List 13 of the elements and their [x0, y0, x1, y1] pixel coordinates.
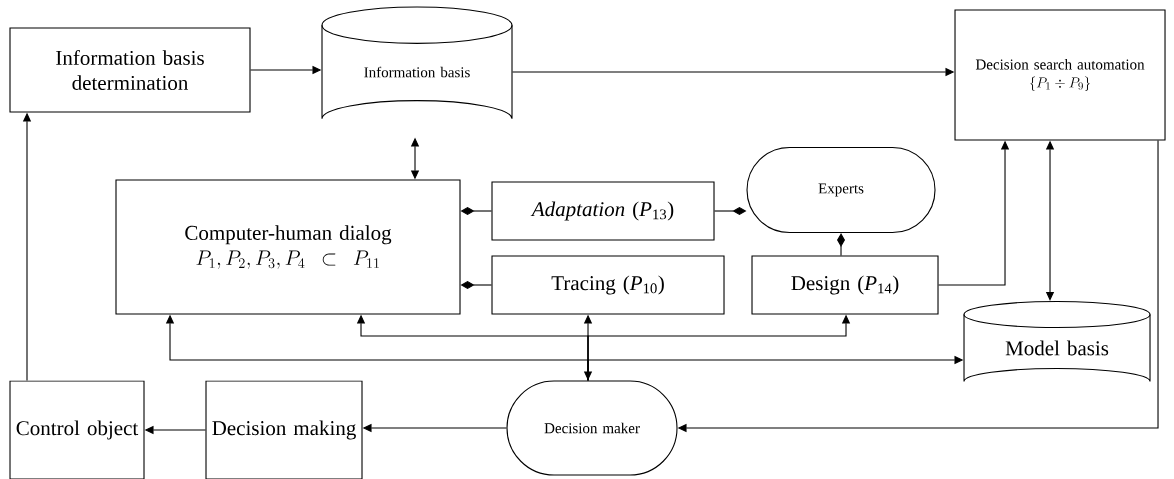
node-label: Information basis — [364, 66, 470, 78]
database-cylinder: Model basis — [963, 300, 1151, 383]
process-box: Design (P$_{14}$) — [751, 255, 939, 315]
process-box: Decision making — [205, 380, 363, 479]
process-box: Tracing (P$_{10}$) — [491, 255, 725, 315]
process-box: Control object — [9, 380, 145, 479]
process-box: Computer-human dialog $P_1, P_2, P_3, P_4 \subset P_{11}$ — [115, 179, 461, 315]
process-box: Information basis determination — [9, 27, 251, 113]
process-box: Adaptation (P$_{13}$) — [491, 181, 715, 241]
arrow — [837, 233, 845, 256]
node-label: Model basis — [1005, 340, 1109, 356]
database-cylinder: Information basis — [321, 6, 513, 120]
process-box: Decision search automation $\left\{P_1 \div P_9\right\}$ — [954, 9, 1166, 141]
